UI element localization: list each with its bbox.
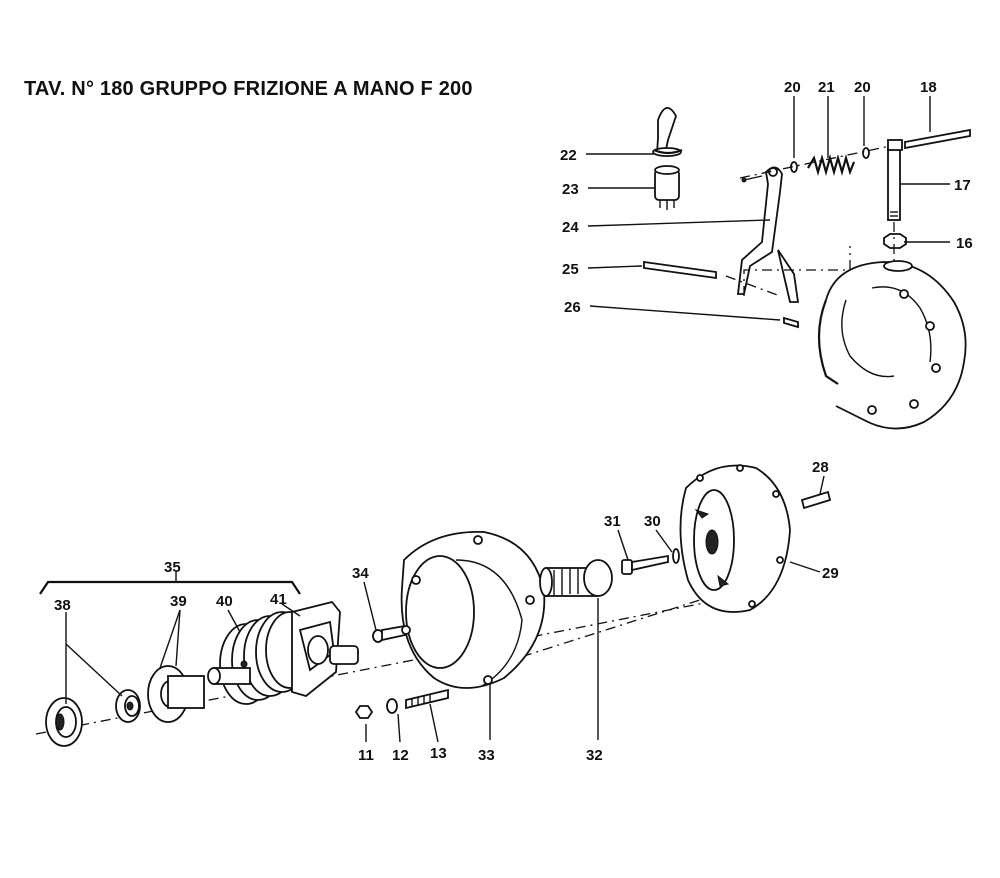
label-23: 23 bbox=[562, 181, 579, 198]
fork-pin-line bbox=[743, 175, 763, 181]
label-17: 17 bbox=[954, 177, 971, 194]
label-38: 38 bbox=[54, 597, 71, 614]
diagram-title: TAV. N° 180 GRUPPO FRIZIONE A MANO F 200 bbox=[24, 78, 473, 100]
label-30: 30 bbox=[644, 513, 661, 530]
cover-flange-part-29 bbox=[679, 464, 791, 613]
group-bracket-35 bbox=[39, 580, 301, 595]
label-12: 12 bbox=[392, 747, 409, 764]
hub-flange-part-39 bbox=[147, 665, 205, 723]
label-39: 39 bbox=[170, 593, 187, 610]
main-axis-line bbox=[35, 595, 741, 735]
label-28: 28 bbox=[812, 459, 829, 476]
nut-part-16 bbox=[883, 233, 907, 249]
label-25: 25 bbox=[562, 261, 579, 278]
leader-lines bbox=[65, 96, 950, 743]
label-22: 22 bbox=[560, 147, 577, 164]
pin-part-25 bbox=[643, 260, 717, 280]
fork-pin bbox=[741, 177, 747, 183]
label-31: 31 bbox=[604, 513, 621, 530]
washer-part-12 bbox=[386, 698, 398, 714]
label-34: 34 bbox=[352, 565, 369, 582]
hand-lever-knob bbox=[652, 107, 683, 157]
label-24: 24 bbox=[562, 219, 579, 236]
washer-part-30 bbox=[672, 548, 680, 564]
label-26: 26 bbox=[564, 299, 581, 316]
splined-coupling-part-32 bbox=[539, 559, 613, 597]
washer-part-20-right bbox=[862, 147, 870, 159]
label-18: 18 bbox=[920, 79, 937, 96]
label-35: 35 bbox=[164, 559, 181, 576]
label-32: 32 bbox=[586, 747, 603, 764]
clutch-housing-part-33 bbox=[400, 531, 546, 689]
pin-axis-25 bbox=[725, 275, 781, 297]
clutch-housing-upper bbox=[817, 260, 967, 430]
label-20-left: 20 bbox=[784, 79, 801, 96]
pin-part-26 bbox=[783, 316, 799, 329]
lever-pivot-part-23 bbox=[654, 165, 680, 210]
rod-part-18 bbox=[904, 128, 971, 150]
label-40: 40 bbox=[216, 593, 233, 610]
pin-part-28 bbox=[800, 490, 832, 510]
label-21: 21 bbox=[818, 79, 835, 96]
bearing-part-38 bbox=[115, 689, 141, 723]
nut-part-11 bbox=[354, 705, 374, 719]
label-16: 16 bbox=[956, 235, 973, 252]
label-41: 41 bbox=[270, 591, 287, 608]
label-33: 33 bbox=[478, 747, 495, 764]
shift-fork-part-24 bbox=[736, 166, 800, 303]
shaft-part-17 bbox=[887, 139, 903, 221]
label-11: 11 bbox=[358, 747, 374, 764]
seal-ring-part-38 bbox=[45, 697, 83, 747]
label-13: 13 bbox=[430, 745, 447, 762]
spring-part-21 bbox=[807, 153, 856, 177]
label-29: 29 bbox=[822, 565, 839, 582]
label-20-right: 20 bbox=[854, 79, 871, 96]
screw-part-31 bbox=[621, 554, 669, 575]
stud-part-13 bbox=[405, 688, 449, 710]
pressure-plate-part-41 bbox=[291, 600, 359, 697]
spring-axis bbox=[739, 145, 891, 179]
